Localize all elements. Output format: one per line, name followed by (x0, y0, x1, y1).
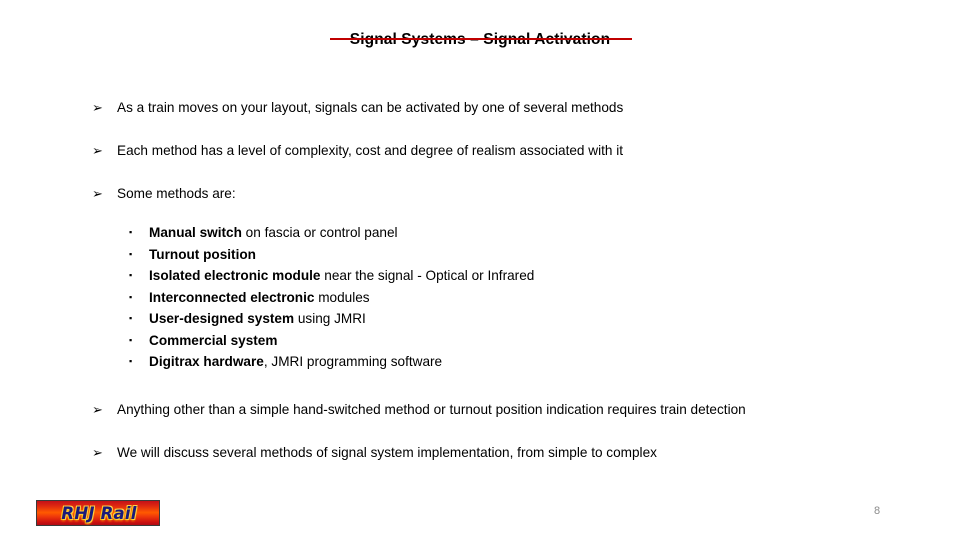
sub-list-item-text: , JMRI programming software (263, 354, 443, 369)
square-bullet-icon: ▪ (129, 313, 133, 323)
sub-list-item: ▪ Turnout position (0, 244, 960, 266)
sub-list-item-emphasis: Interconnected electronic (149, 289, 315, 305)
list-item-text: Anything other than a simple hand-switch… (117, 401, 746, 417)
square-bullet-icon: ▪ (129, 227, 133, 237)
arrow-bullet-icon: ➢ (92, 186, 103, 201)
list-item: ➢ As a train moves on your layout, signa… (0, 99, 960, 117)
square-bullet-icon: ▪ (129, 248, 133, 259)
arrow-bullet-icon: ➢ (92, 444, 103, 460)
arrow-bullet-icon: ➢ (92, 143, 103, 158)
square-bullet-icon: ▪ (129, 356, 133, 366)
list-item: ➢ Anything other than a simple hand-swit… (0, 401, 960, 419)
sub-list-item-emphasis: Commercial system (149, 332, 278, 348)
square-bullet-icon: ▪ (129, 334, 133, 345)
sub-list-item-text: using JMRI (294, 311, 366, 326)
sub-list-item-emphasis: Digitrax hardware (149, 354, 264, 369)
arrow-bullet-icon: ➢ (92, 100, 103, 115)
sub-list-item-emphasis: User-designed system (149, 311, 295, 326)
arrow-bullet-icon: ➢ (92, 401, 103, 417)
sub-list-item: ▪ Interconnected electronic modules (0, 287, 960, 309)
sub-list-item-emphasis: Isolated electronic module (149, 268, 321, 283)
list-item-text: As a train moves on your layout, signals… (117, 100, 624, 115)
list-item-text: We will discuss several methods of signa… (117, 444, 657, 460)
page-number: 8 (873, 505, 881, 517)
list-item: ➢ Each method has a level of complexity,… (0, 142, 960, 160)
list-item-text: Each method has a level of complexity, c… (117, 143, 623, 158)
sub-list-item: ▪ User-designed system using JMRI (0, 308, 960, 330)
bullet-list: ➢ As a train moves on your layout, signa… (0, 99, 960, 462)
rhj-rail-logo: RHJ Rail (36, 500, 160, 526)
title-block: Signal Systems – Signal Activation (0, 30, 960, 50)
sub-bullet-list: ▪ Manual switch on fascia or control pan… (0, 222, 960, 373)
logo-text: RHJ Rail (61, 504, 137, 523)
list-item: ➢ We will discuss several methods of sig… (0, 444, 960, 462)
sub-list-item-emphasis: Turnout position (149, 246, 256, 262)
sub-list-item: ▪ Commercial system (0, 330, 960, 352)
sub-list-item-text: on fascia or control panel (241, 225, 398, 240)
square-bullet-icon: ▪ (129, 291, 133, 302)
list-item-text: Some methods are: (117, 186, 236, 201)
sub-list-item: ▪ Isolated electronic module near the si… (0, 265, 960, 287)
sub-list-item-text: near the signal - Optical or Infrared (320, 268, 535, 283)
sub-list-item-text: modules (314, 289, 370, 305)
sub-list-item: ▪ Digitrax hardware, JMRI programming so… (0, 351, 960, 373)
page-title: Signal Systems – Signal Activation (0, 30, 960, 50)
title-underline-rule (330, 38, 632, 40)
sub-list-item: ▪ Manual switch on fascia or control pan… (0, 222, 960, 244)
sub-list-item-emphasis: Manual switch (149, 225, 242, 240)
square-bullet-icon: ▪ (129, 270, 133, 280)
list-item: ➢ Some methods are: (0, 185, 960, 203)
